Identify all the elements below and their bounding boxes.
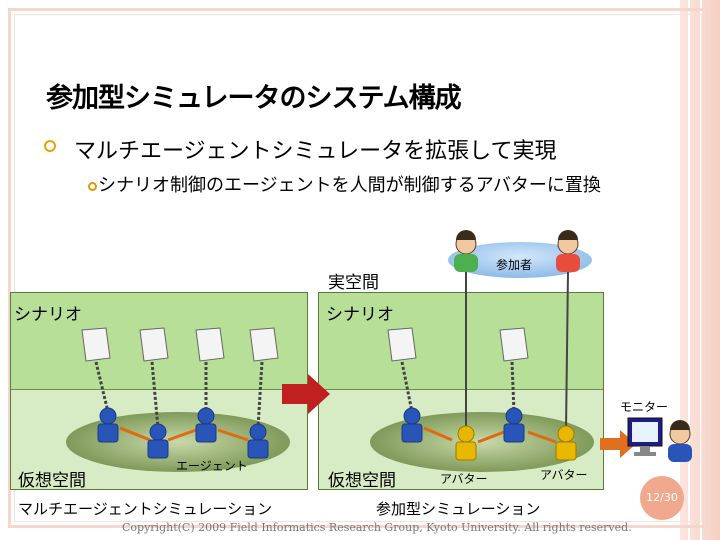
copyright-footer: Copyright(C) 2009 Field Informatics Rese…	[122, 521, 632, 534]
right-caption: 参加型シミュレーション	[376, 498, 540, 519]
scenario-document-icon	[388, 328, 528, 361]
monitor-label: モニター	[620, 398, 668, 415]
participants-label: 参加者	[496, 256, 532, 273]
control-cable	[402, 362, 514, 412]
avatar-label: アバター	[540, 466, 588, 483]
monitor-icon	[628, 418, 662, 456]
viewer-person-icon	[668, 420, 692, 462]
right-virtual-space-label: 仮想空間	[328, 466, 396, 491]
left-caption: マルチエージェントシミュレーション	[18, 498, 272, 519]
scenario-document-icon	[82, 328, 278, 361]
left-scenario-label: シナリオ	[14, 300, 82, 325]
real-space-label: 実空間	[328, 268, 379, 293]
avatar-label: アバター	[440, 470, 488, 487]
agent-label: エージェント	[176, 457, 248, 474]
right-scenario-label: シナリオ	[326, 300, 394, 325]
transform-arrow	[282, 374, 330, 414]
left-virtual-space-label: 仮想空間	[18, 466, 86, 491]
page-number-badge: 12/30	[640, 476, 684, 520]
